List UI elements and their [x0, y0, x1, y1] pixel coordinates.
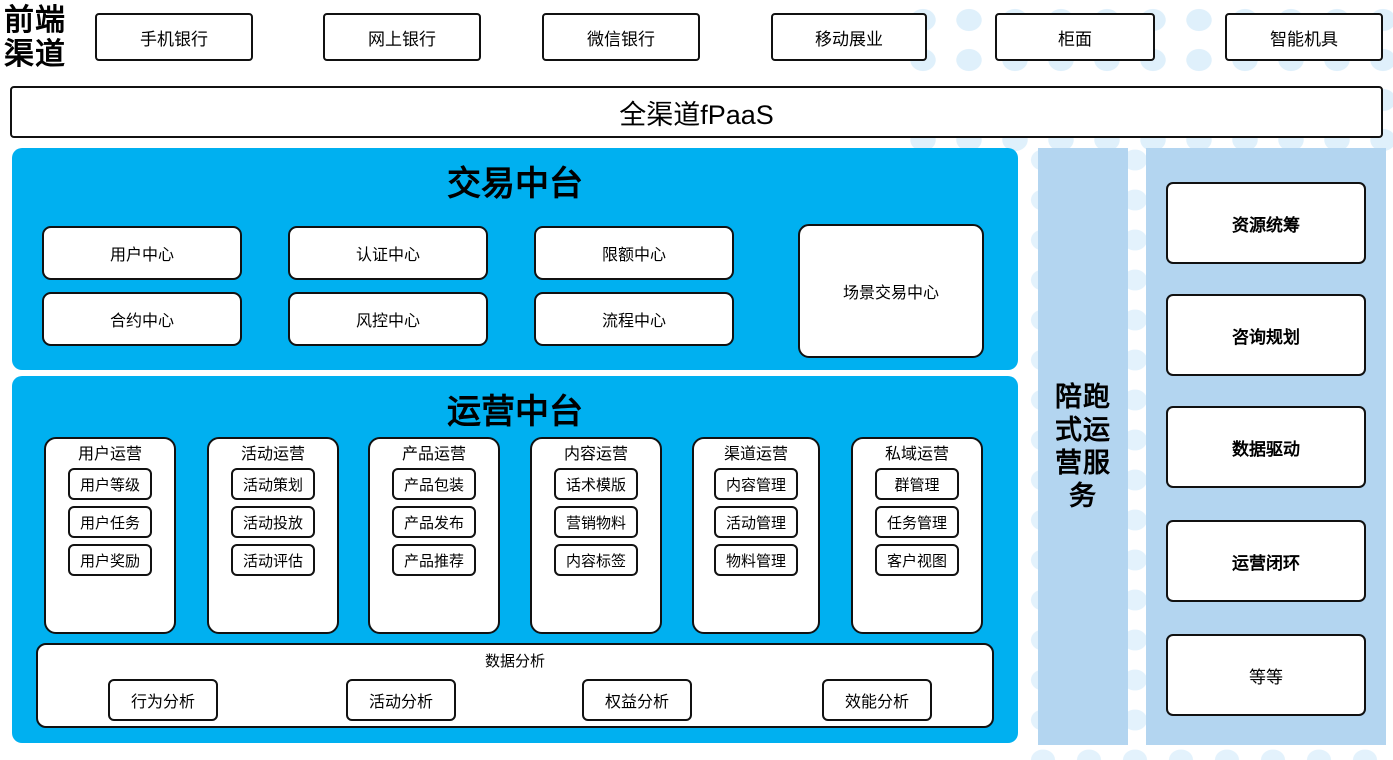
ops-item-script-template[interactable]: 话术模版 [554, 468, 638, 500]
fpaas-bar[interactable]: 全渠道fPaaS [10, 86, 1383, 138]
ops-item-activity-launch[interactable]: 活动投放 [231, 506, 315, 538]
channel-counter[interactable]: 柜面 [995, 13, 1155, 61]
ops-item-marketing-material[interactable]: 营销物料 [554, 506, 638, 538]
ops-group-activity[interactable]: 活动运营 活动策划 活动投放 活动评估 [207, 437, 339, 634]
ops-group-user-title: 用户运营 [77, 446, 142, 463]
trade-auth-center[interactable]: 认证中心 [288, 226, 488, 280]
channel-internet-bank[interactable]: 网上银行 [323, 13, 481, 61]
ops-item-product-release[interactable]: 产品发布 [392, 506, 476, 538]
ops-item-user-reward[interactable]: 用户奖励 [68, 544, 152, 576]
frontend-channel-label: 前端 渠道 [4, 2, 88, 74]
ops-item-activity-plan[interactable]: 活动策划 [231, 468, 315, 500]
ops-group-private-domain[interactable]: 私域运营 群管理 任务管理 客户视图 [851, 437, 983, 634]
ops-group-product-title: 产品运营 [401, 446, 466, 463]
data-analysis-efficiency[interactable]: 效能分析 [822, 679, 932, 721]
ops-group-content[interactable]: 内容运营 话术模版 营销物料 内容标签 [530, 437, 662, 634]
channel-smart-machine[interactable]: 智能机具 [1225, 13, 1383, 61]
trade-contract-center[interactable]: 合约中心 [42, 292, 242, 346]
service-card-consulting[interactable]: 咨询规划 [1166, 294, 1366, 376]
data-analysis-rights[interactable]: 权益分析 [582, 679, 692, 721]
trade-limit-center[interactable]: 限额中心 [534, 226, 734, 280]
data-analysis-panel[interactable]: 数据分析 行为分析 活动分析 权益分析 效能分析 [36, 643, 994, 728]
ops-group-user[interactable]: 用户运营 用户等级 用户任务 用户奖励 [44, 437, 176, 634]
ops-item-product-package[interactable]: 产品包装 [392, 468, 476, 500]
ops-group-activity-title: 活动运营 [240, 446, 305, 463]
ops-item-activity-eval[interactable]: 活动评估 [231, 544, 315, 576]
channel-mobile-business[interactable]: 移动展业 [771, 13, 927, 61]
trade-process-center[interactable]: 流程中心 [534, 292, 734, 346]
trade-center-title: 交易中台 [447, 166, 583, 203]
ops-item-group-manage[interactable]: 群管理 [875, 468, 959, 500]
data-analysis-behavior[interactable]: 行为分析 [108, 679, 218, 721]
ops-group-content-title: 内容运营 [563, 446, 628, 463]
trade-user-center[interactable]: 用户中心 [42, 226, 242, 280]
trade-scene-center[interactable]: 场景交易中心 [798, 224, 984, 358]
trade-risk-center[interactable]: 风控中心 [288, 292, 488, 346]
ops-item-user-level[interactable]: 用户等级 [68, 468, 152, 500]
ops-group-product[interactable]: 产品运营 产品包装 产品发布 产品推荐 [368, 437, 500, 634]
service-card-ops-loop[interactable]: 运营闭环 [1166, 520, 1366, 602]
ops-item-content-tag[interactable]: 内容标签 [554, 544, 638, 576]
data-analysis-row: 行为分析 活动分析 权益分析 效能分析 [38, 677, 992, 723]
ops-item-task-manage[interactable]: 任务管理 [875, 506, 959, 538]
data-analysis-activity[interactable]: 活动分析 [346, 679, 456, 721]
ops-item-material-manage[interactable]: 物料管理 [714, 544, 798, 576]
ops-group-channel[interactable]: 渠道运营 内容管理 活动管理 物料管理 [692, 437, 820, 634]
ops-item-user-task[interactable]: 用户任务 [68, 506, 152, 538]
data-analysis-title: 数据分析 [484, 653, 545, 670]
ops-center-title: 运营中台 [447, 394, 583, 431]
service-card-etc[interactable]: 等等 [1166, 634, 1366, 716]
service-card-resource[interactable]: 资源统筹 [1166, 182, 1366, 264]
ops-group-private-title: 私域运营 [884, 446, 949, 463]
accompany-service-label: 陪跑式运营服务 [1055, 381, 1111, 511]
ops-item-activity-manage[interactable]: 活动管理 [714, 506, 798, 538]
service-card-data-driven[interactable]: 数据驱动 [1166, 406, 1366, 488]
frontend-label-line1: 前端 [4, 4, 66, 37]
ops-item-content-manage[interactable]: 内容管理 [714, 468, 798, 500]
ops-item-product-recommend[interactable]: 产品推荐 [392, 544, 476, 576]
frontend-label-line2: 渠道 [4, 38, 66, 71]
ops-item-customer-view[interactable]: 客户视图 [875, 544, 959, 576]
accompany-service-label-wrap: 陪跑式运营服务 [1038, 148, 1128, 745]
channel-wechat-bank[interactable]: 微信银行 [542, 13, 700, 61]
channel-mobile-bank[interactable]: 手机银行 [95, 13, 253, 61]
ops-group-channel-title: 渠道运营 [723, 446, 788, 463]
